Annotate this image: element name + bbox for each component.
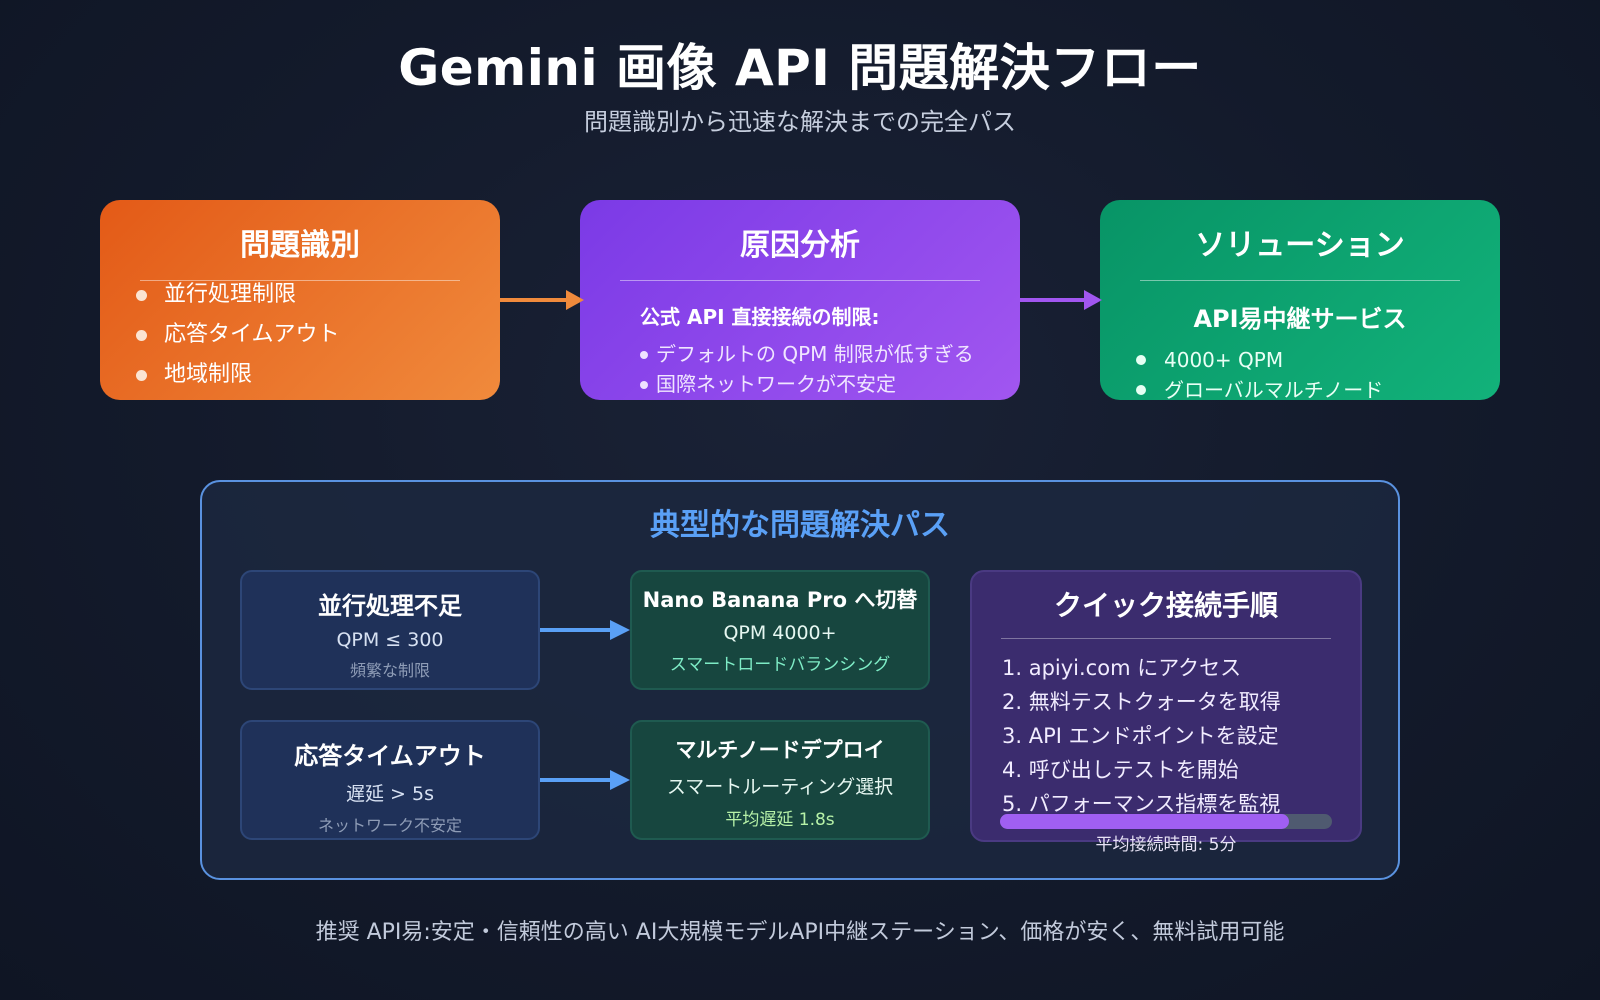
arrow-analysis-to-solution [1020, 290, 1102, 310]
solution-item: グローバルマルチノード [1136, 376, 1500, 400]
analysis-card: 原因分析 公式 API 直接接続の制限: デフォルトの QPM 制限が低すぎる … [580, 200, 1020, 400]
fix-note: 平均遅延 1.8s [725, 810, 835, 830]
problem-box-timeout: 応答タイムアウト 遅延 > 5s ネットワーク不安定 [240, 720, 540, 840]
identify-card: 問題識別 並行処理制限 応答タイムアウト 地域制限 [100, 200, 500, 400]
solution-item: 4000+ QPM [1136, 346, 1500, 376]
fix-title: マルチノードデプロイ [675, 738, 885, 762]
identify-item: 応答タイムアウト [136, 321, 500, 361]
solution-card-divider [1140, 280, 1460, 281]
analysis-card-divider [620, 280, 980, 281]
problem-box-concurrency: 並行処理不足 QPM ≤ 300 頻繁な制限 [240, 570, 540, 690]
quick-connect-steps: 1. apiyi.com にアクセス 2. 無料テストクォータを取得 3. AP… [1002, 653, 1360, 823]
fix-box-switch: Nano Banana Pro へ切替 QPM 4000+ スマートロードバラン… [630, 570, 930, 690]
problem-note: 頻繁な制限 [349, 661, 430, 680]
fix-note: スマートロードバランシング [669, 655, 891, 675]
quick-step: 4. 呼び出しテストを開始 [1002, 758, 1239, 782]
connect-progress-track [1000, 814, 1332, 829]
quick-step: 1. apiyi.com にアクセス [1002, 656, 1242, 680]
footer-recommendation: 推奨 API易:安定・信頼性の高い AI大規模モデルAPI中継ステーション、価格… [315, 920, 1285, 945]
solution-subtitle: API易中継サービス [1193, 305, 1407, 333]
solution-card-title: ソリューション [1195, 228, 1405, 263]
quick-connect-title: クイック接続手順 [1053, 589, 1278, 622]
identify-card-divider [140, 280, 460, 281]
arrow-identify-to-analysis [500, 290, 584, 310]
page-title: Gemini 画像 API 問題解決フロー [398, 39, 1202, 97]
analysis-item: デフォルトの QPM 制限が低すぎる [640, 340, 1020, 370]
problem-metric: QPM ≤ 300 [336, 629, 444, 651]
quick-step: 3. API エンドポイントを設定 [1002, 724, 1279, 748]
fix-title: Nano Banana Pro へ切替 [642, 588, 918, 612]
solution-card: ソリューション API易中継サービス 4000+ QPM グローバルマルチノード [1100, 200, 1500, 400]
problem-title: 応答タイムアウト [294, 742, 486, 770]
page-subtitle: 問題識別から迅速な解決までの完全パス [584, 108, 1016, 136]
solution-list: 4000+ QPM グローバルマルチノード [1136, 346, 1500, 400]
arrow-concurrency-to-switch [540, 620, 630, 640]
analysis-subtitle: 公式 API 直接接続の制限: [640, 305, 880, 329]
fix-metric: QPM 4000+ [723, 622, 837, 644]
problem-metric: 遅延 > 5s [346, 783, 434, 805]
problem-note: ネットワーク不安定 [317, 816, 462, 835]
problem-title: 並行処理不足 [318, 592, 462, 620]
quick-step: 5. パフォーマンス指標を監視 [1002, 792, 1281, 816]
connect-time-note: 平均接続時間: 5分 [1095, 835, 1237, 855]
fix-metric: スマートルーティング選択 [666, 776, 894, 798]
arrow-timeout-to-multinode [540, 770, 630, 790]
identify-item: 地域制限 [136, 361, 500, 400]
identify-list: 並行処理制限 応答タイムアウト 地域制限 [100, 281, 500, 400]
identify-card-title: 問題識別 [240, 228, 360, 263]
fix-box-multinode: マルチノードデプロイ スマートルーティング選択 平均遅延 1.8s [630, 720, 930, 840]
analysis-item: 国際ネットワークが不安定 [640, 370, 1020, 400]
quick-step: 2. 無料テストクォータを取得 [1002, 690, 1281, 714]
analysis-list: デフォルトの QPM 制限が低すぎる 国際ネットワークが不安定 [640, 340, 1020, 400]
connect-progress-fill [1000, 814, 1289, 829]
quick-connect-card: クイック接続手順 1. apiyi.com にアクセス 2. 無料テストクォータ… [970, 570, 1362, 842]
solution-paths-title: 典型的な問題解決パス [650, 508, 950, 543]
identify-item: 並行処理制限 [136, 281, 500, 321]
quick-connect-divider [1001, 638, 1331, 639]
analysis-card-title: 原因分析 [740, 228, 860, 263]
